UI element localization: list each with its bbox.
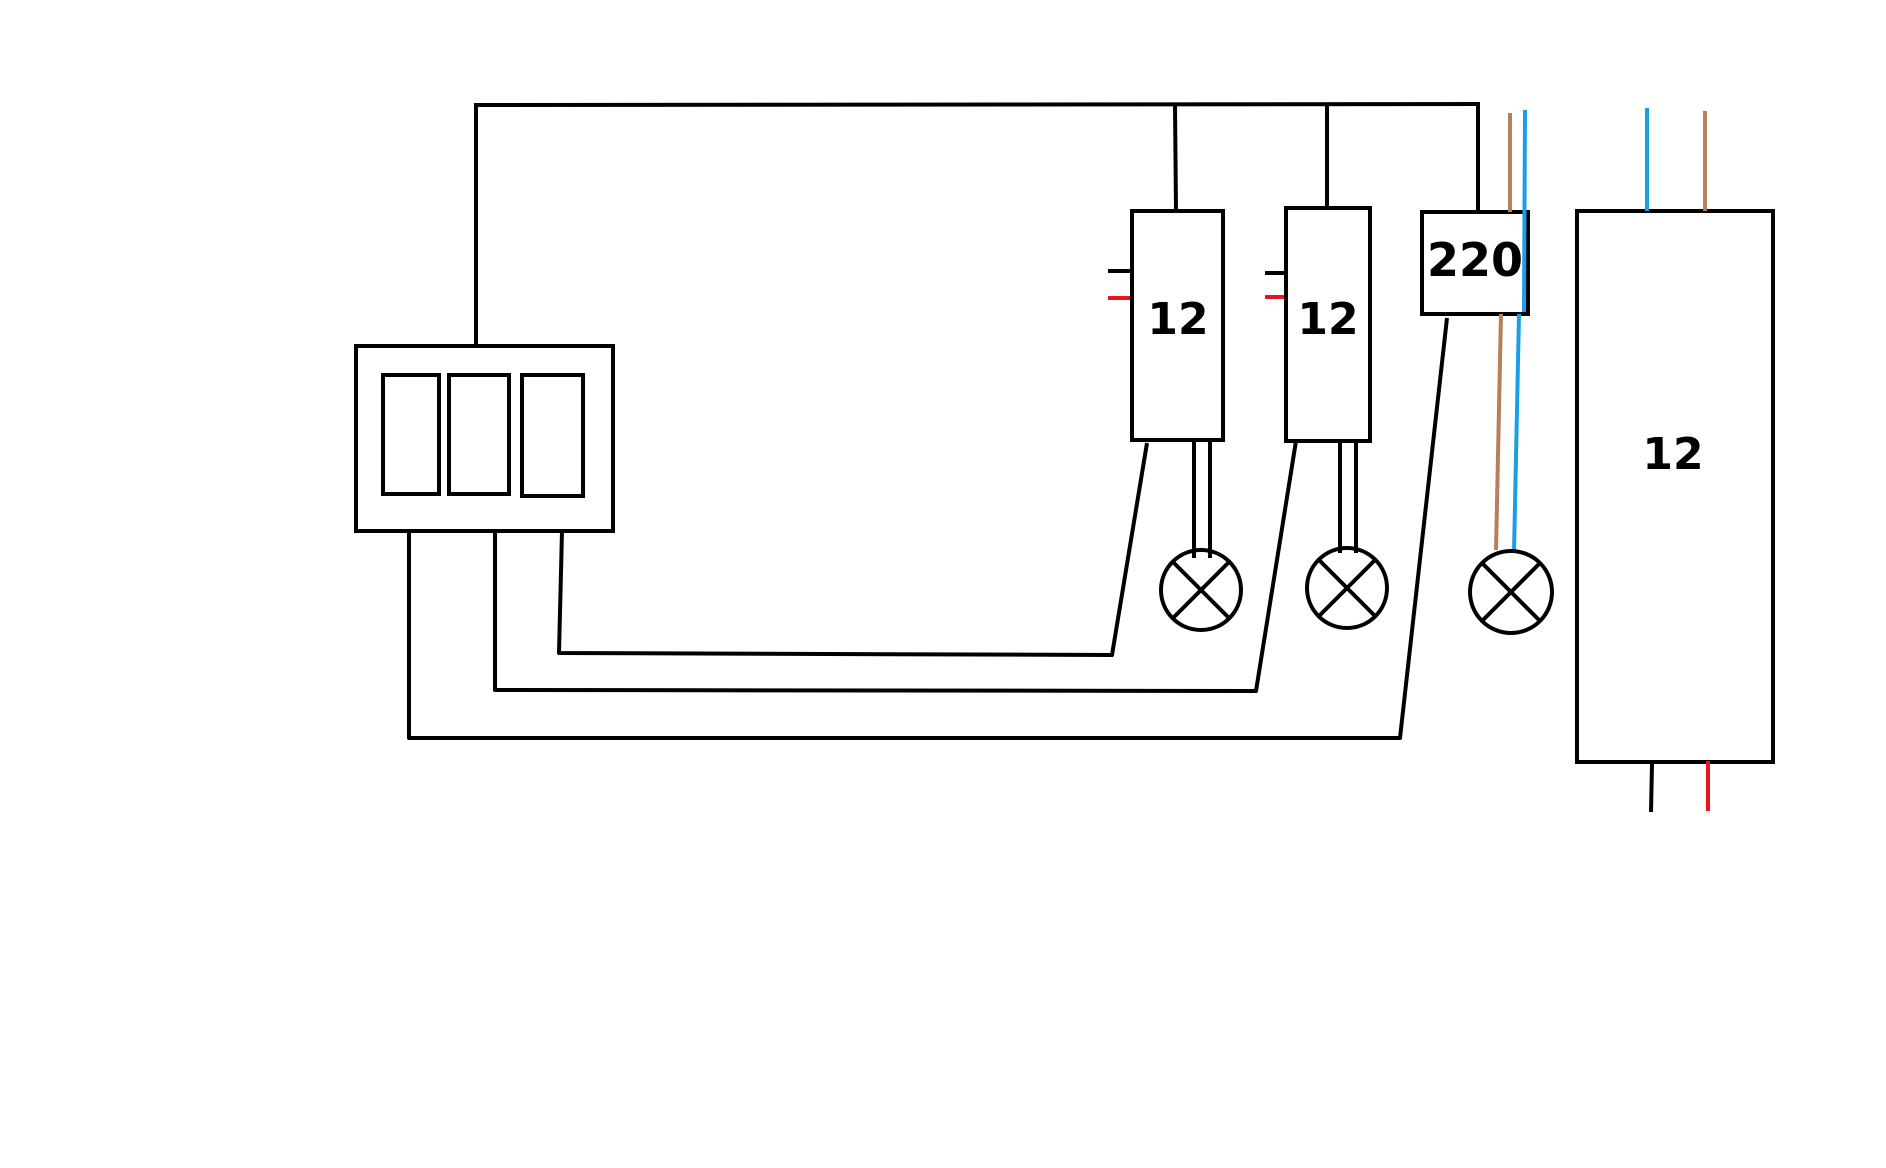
power-supply-black-out <box>1649 763 1654 813</box>
wire-switch-to-transformer <box>407 317 1449 740</box>
switch-frame <box>354 344 615 533</box>
transformer-220: 220 <box>1420 109 1530 554</box>
lamp-cross-icon <box>1305 546 1389 630</box>
lamp-cross-icon <box>1468 549 1554 635</box>
lamp-2 <box>1305 546 1389 630</box>
lamp-3 <box>1468 549 1554 635</box>
common-wire-top <box>473 101 1481 348</box>
lamp-cross-icon <box>1159 548 1243 632</box>
transformer-220-box <box>1420 210 1530 316</box>
power-supply-label: 12 <box>1642 429 1703 480</box>
switch-output-wires <box>407 317 1449 740</box>
triple-switch <box>354 344 615 533</box>
switch-key-1 <box>381 373 441 496</box>
transformer-220-blue-in <box>1522 109 1527 313</box>
power-supply-12: 12 <box>1575 108 1775 813</box>
transformer-220-brown-out <box>1494 313 1503 551</box>
transformer-220-blue-out <box>1512 313 1521 554</box>
driver-2-label: 12 <box>1297 294 1358 345</box>
driver-1-label: 12 <box>1147 294 1208 345</box>
lamp-1 <box>1159 548 1243 632</box>
switch-key-3 <box>520 373 585 498</box>
driver-1-box <box>1130 209 1225 442</box>
driver-2-box <box>1284 206 1372 443</box>
driver-2: 12 <box>1265 206 1372 553</box>
transformer-220-label: 220 <box>1427 233 1523 287</box>
driver-1: 12 <box>1108 209 1225 558</box>
switch-key-2 <box>447 373 511 496</box>
wire-switch-to-driver-2 <box>493 440 1298 693</box>
power-supply-box <box>1575 209 1775 764</box>
wire-switch-to-driver-1 <box>557 442 1149 657</box>
